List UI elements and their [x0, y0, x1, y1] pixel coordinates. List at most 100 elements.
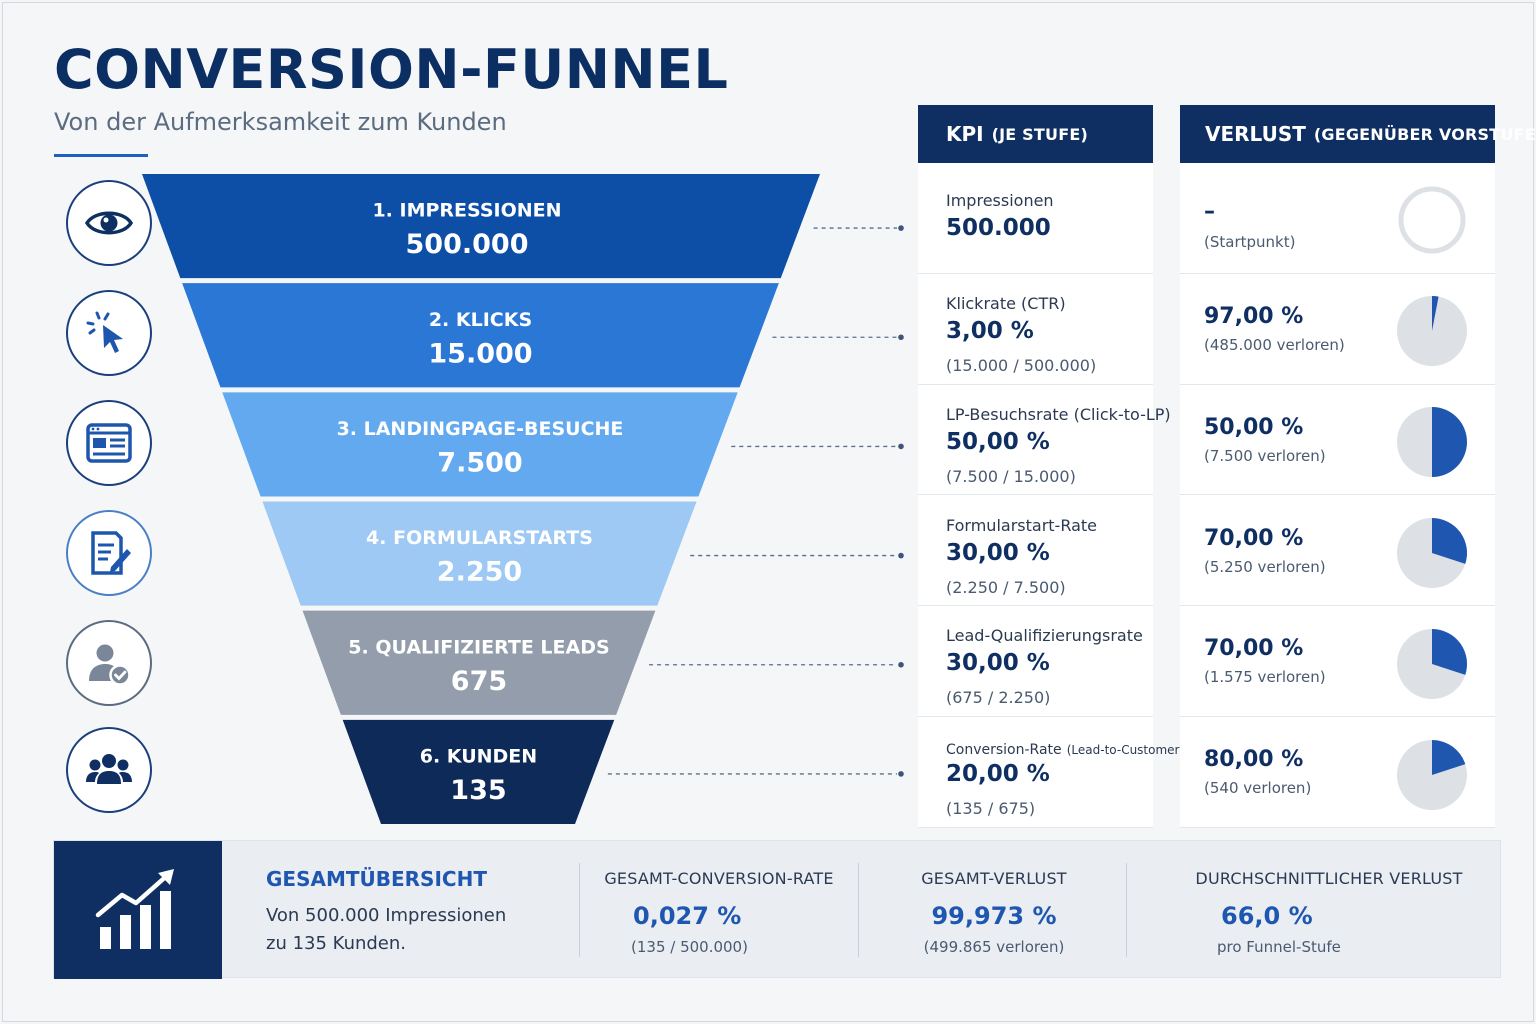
funnel-stage-value: 500.000	[406, 229, 529, 260]
kpi-label: Conversion-Rate (Lead-to-Customer)	[946, 739, 1184, 758]
kpi-label: Klickrate (CTR)	[946, 294, 1066, 313]
stage-connector-dot	[898, 225, 904, 231]
funnel-stage-value: 675	[451, 666, 507, 697]
metric-value: 66,0 %	[1221, 902, 1313, 930]
metric-label: GESAMT-CONVERSION-RATE	[604, 869, 834, 888]
kpi-label-text: Klickrate (CTR)	[946, 293, 1066, 313]
funnel-stage-2	[182, 283, 779, 388]
kpi-row: Lead-Qualifizierungsrate 30,00 % (675 / 2.…	[918, 606, 1153, 718]
summary-line-1: Von 500.000 Impressionen	[266, 905, 507, 926]
kpi-detail: (675 / 2.250)	[946, 688, 1051, 708]
kpi-row: Impressionen 500.000	[918, 163, 1153, 274]
kpi-label: Lead-Qualifizierungsrate	[946, 626, 1143, 645]
kpi-detail: (135 / 675)	[946, 799, 1036, 819]
kpi-label: Formularstart-Rate	[946, 516, 1097, 535]
stage-connector-dot	[898, 443, 904, 450]
kpi-header-title: KPI	[946, 122, 984, 146]
stage-connector-dot	[898, 771, 904, 777]
kpi-detail: (15.000 / 500.000)	[946, 355, 1097, 375]
funnel-stage-label: 6. KUNDEN	[420, 746, 537, 768]
funnel-stage-label: 4. FORMULARSTARTS	[366, 527, 593, 549]
summary-line-2: zu 135 Kunden.	[266, 933, 407, 954]
kpi-label-text: Lead-Qualifizierungsrate	[946, 626, 1143, 646]
loss-detail: (540 verloren)	[1204, 779, 1312, 798]
kpi-row: Klickrate (CTR) 3,00 % (15.000 / 500.000)	[918, 274, 1153, 385]
kpi-value: 20,00 %	[946, 761, 1050, 788]
user-check-icon	[66, 620, 152, 706]
funnel-stage-value: 15.000	[428, 338, 532, 369]
stage-connector-dot	[898, 334, 904, 341]
funnel-stage-value: 7.500	[437, 448, 522, 479]
loss-value: 70,00 %	[1204, 525, 1304, 551]
kpi-label-text: LP-Besuchsrate (Click-to-LP)	[946, 404, 1171, 424]
kpi-label-text: Conversion-Rate	[946, 742, 1062, 759]
summary-divider	[858, 863, 859, 957]
summary-divider	[1126, 863, 1127, 957]
kpi-header-subtitle: (JE STUFE)	[991, 124, 1088, 144]
page-subtitle: Von der Aufmerksamkeit zum Kunden	[54, 108, 507, 136]
loss-value: 97,00 %	[1204, 303, 1304, 329]
kpi-value: 30,00 %	[946, 650, 1050, 677]
funnel-stage-6	[342, 719, 615, 824]
loss-row: 80,00 % (540 verloren)	[1180, 717, 1495, 828]
pie-retained-slice	[1432, 296, 1439, 332]
loss-detail: (485.000 verloren)	[1204, 335, 1345, 354]
kpi-column-header: KPI (JE STUFE)	[918, 105, 1153, 163]
pie-retained-slice	[1432, 628, 1468, 675]
funnel-stage-3	[222, 392, 738, 497]
customers-group-icon	[66, 727, 152, 813]
title-underline	[54, 154, 148, 157]
start-ring	[1398, 186, 1466, 254]
loss-column-header: VERLUST (GEGENÜBER VORSTUFE)	[1180, 105, 1536, 163]
funnel-stage-1	[142, 174, 820, 279]
loss-row: 97,00 % (485.000 verloren)	[1180, 274, 1495, 385]
metric-detail: (499.865 verloren)	[923, 938, 1065, 956]
pie-retained-slice	[1432, 517, 1468, 564]
summary-divider	[579, 863, 580, 957]
loss-row: 70,00 %(1.575 verloren)	[1180, 606, 1495, 718]
loss-row: –(Startpunkt)	[1180, 163, 1495, 274]
kpi-label-small: (Lead-to-Customer)	[1066, 743, 1185, 758]
loss-value: 70,00 %	[1204, 636, 1304, 662]
pie-retained-slice	[1432, 407, 1467, 478]
funnel-stage-value: 135	[450, 775, 506, 806]
loss-pie-chart	[1397, 739, 1467, 810]
funnel-stage-label: 1. IMPRESSIONEN	[372, 200, 561, 222]
loss-value: –	[1204, 199, 1215, 224]
metric-label: GESAMT-VERLUST	[921, 869, 1067, 888]
kpi-value: 500.000	[946, 215, 1051, 241]
kpi-value: 3,00 %	[946, 317, 1034, 344]
funnel-stage-4	[262, 501, 697, 606]
kpi-value: 50,00 %	[946, 428, 1050, 455]
loss-panel: –(Startpunkt) 97,00 % (485.000 verloren) 50…	[1180, 163, 1495, 828]
stage-connector-dot	[898, 552, 904, 559]
kpi-label-text: Formularstart-Rate	[946, 515, 1097, 535]
loss-pie-chart	[1397, 517, 1468, 588]
summary-panel: GESAMTÜBERSICHT Von 500.000 Impressionen…	[53, 840, 1501, 979]
loss-detail: (5.250 verloren)	[1204, 557, 1326, 576]
funnel-stage-5	[302, 610, 656, 715]
page-title: CONVERSION-FUNNEL	[54, 38, 729, 101]
pie-retained-slice	[1432, 739, 1466, 775]
summary-title: GESAMTÜBERSICHT	[266, 867, 487, 891]
metric-label: DURCHSCHNITTLICHER VERLUST	[1195, 869, 1463, 888]
kpi-label: Impressionen	[946, 191, 1054, 210]
loss-detail: (7.500 verloren)	[1204, 446, 1326, 465]
start-ring-icon	[1398, 186, 1466, 254]
metric-average-loss: DURCHSCHNITTLICHER VERLUST 66,0 % pro Fu…	[1184, 869, 1474, 956]
kpi-row: LP-Besuchsrate (Click-to-LP)50,00 %(7.50…	[918, 385, 1171, 496]
loss-value: 80,00 %	[1204, 747, 1304, 773]
loss-header-subtitle: (GEGENÜBER VORSTUFE)	[1313, 124, 1536, 144]
webpage-icon	[66, 400, 152, 486]
kpi-row: Conversion-Rate (Lead-to-Customer) 20,00 …	[918, 717, 1184, 828]
funnel-stage-label: 3. LANDINGPAGE-BESUCHE	[337, 418, 624, 440]
kpi-value: 30,00 %	[946, 539, 1050, 566]
metric-detail: pro Funnel-Stufe	[1217, 938, 1341, 956]
kpi-detail: (2.250 / 7.500)	[946, 577, 1066, 597]
loss-pie-chart	[1397, 296, 1467, 367]
loss-row: 50,00 %(7.500 verloren)	[1180, 385, 1495, 496]
eye-icon	[66, 180, 152, 266]
loss-header-title: VERLUST	[1205, 122, 1306, 146]
